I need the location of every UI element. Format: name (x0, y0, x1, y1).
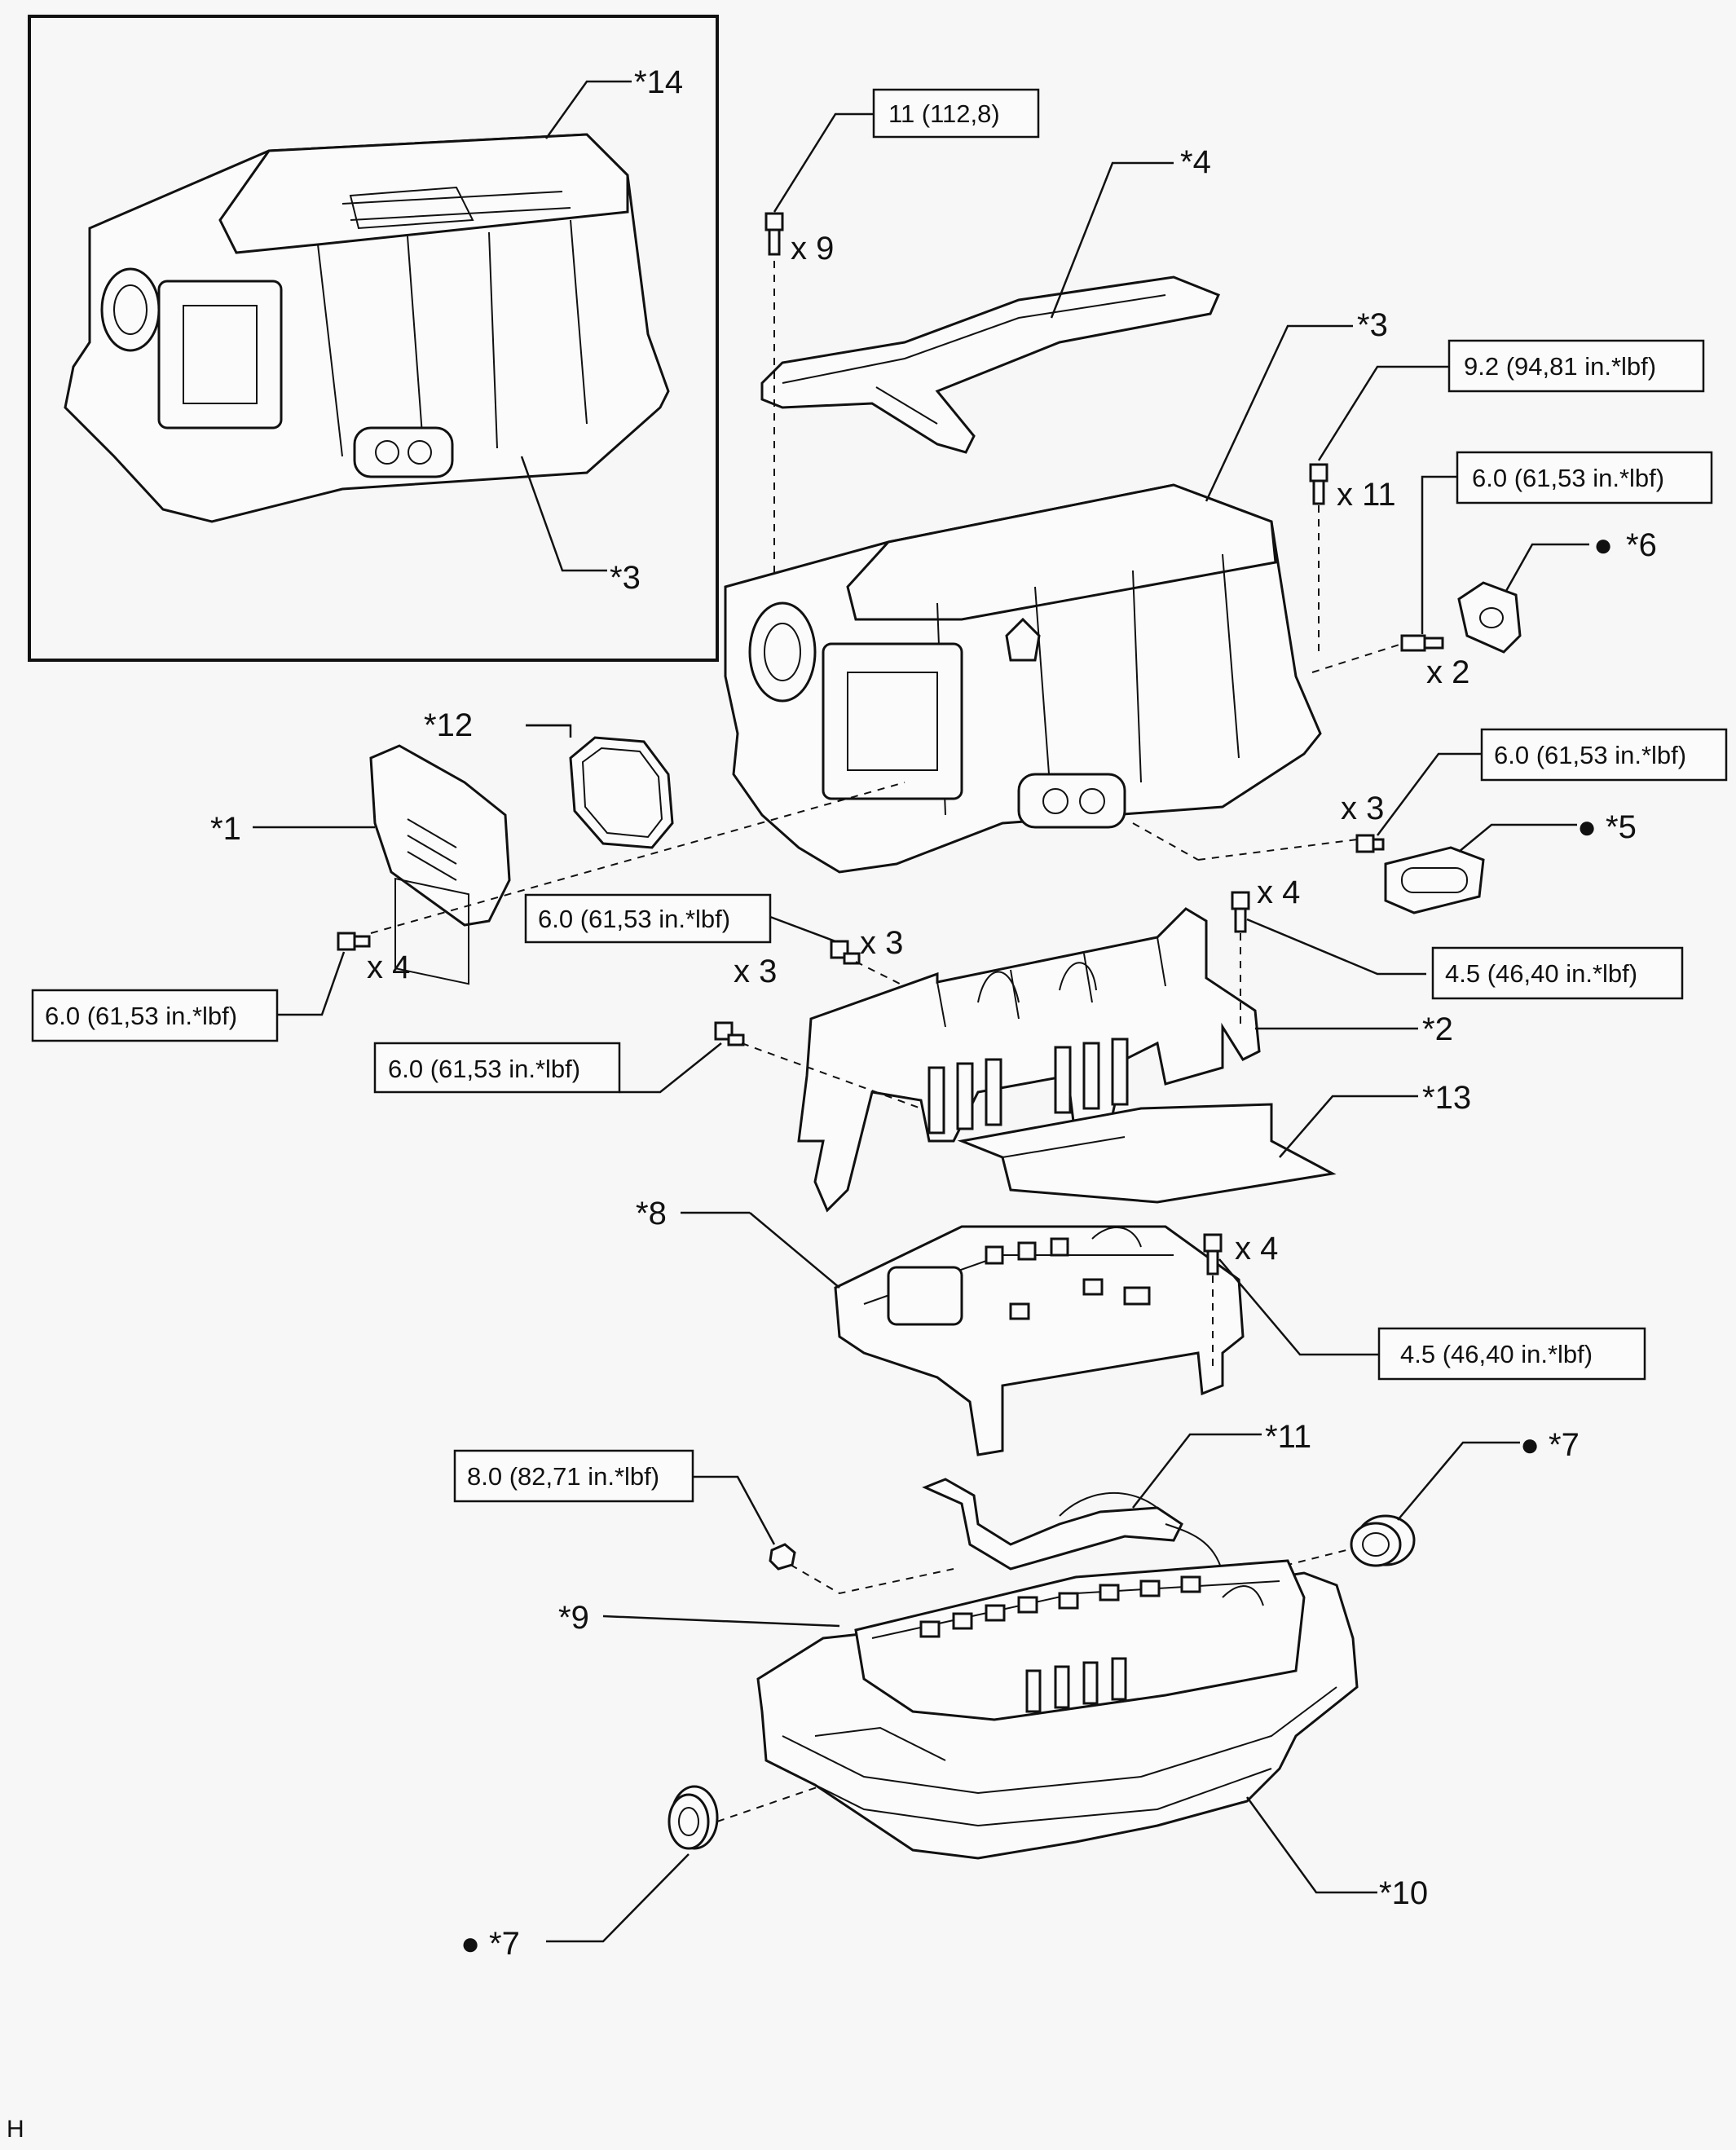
inset-frame (28, 15, 719, 662)
connector-1-group: *1 x 4 6.0 (61,53 in.*lbf) (31, 744, 905, 1042)
torque-plate5-bolts: 6.0 (61,53 in.*lbf) (1494, 741, 1686, 769)
part-label-13: *13 (1422, 1080, 1471, 1116)
inverter-case-drawing (724, 483, 1322, 874)
part-label-8: *8 (636, 1196, 667, 1231)
count-x2: x 2 (1426, 654, 1469, 690)
bolt-icon (830, 940, 861, 965)
inset-inverter-housing-drawing (64, 133, 670, 523)
part-label-14: *14 (634, 64, 683, 100)
part-label-11: *11 (1265, 1419, 1311, 1455)
bolt-icon (714, 1021, 745, 1046)
part-label-7-right-dot: ● (1520, 1427, 1540, 1463)
torque-board-right: 4.5 (46,40 in.*lbf) (1400, 1340, 1593, 1368)
count-x3-plate: x 3 (1341, 791, 1384, 826)
bolt-icon (1355, 834, 1385, 853)
inset-view: *14 *3 (28, 15, 719, 662)
part-label-7-right: *7 (1549, 1427, 1580, 1463)
part-label-4: *4 (1180, 144, 1211, 180)
plate-5-group: x 3 6.0 (61,53 in.*lbf) ● *5 (1132, 728, 1728, 914)
part-label-7-left: *7 (489, 1926, 520, 1962)
board-8-group: *8 x 4 4.5 (46,40 in.*lbf) (636, 1196, 1646, 1456)
part-label-7-left-dot: ● (460, 1926, 480, 1962)
insulation-sheet-13 (957, 1103, 1337, 1204)
cover-gasket (760, 275, 1220, 454)
plug-7-right-group: ● *7 (1271, 1427, 1580, 1570)
bolt-icon (337, 932, 371, 951)
part-label-3: *3 (1357, 307, 1388, 343)
plate-5 (1384, 846, 1485, 914)
plug-7-left-group: ● *7 (460, 1776, 848, 1962)
part-label-3-inset: *3 (610, 560, 641, 596)
bolt-icon (1309, 463, 1328, 505)
part-label-5-dot: ● (1577, 809, 1597, 845)
torque-connector: 6.0 (61,53 in.*lbf) (45, 1002, 237, 1030)
part-label-9: *9 (558, 1600, 589, 1636)
wiring-11-group: *11 8.0 (82,71 in.*lbf) (453, 1419, 1311, 1595)
figure-code: H (7, 2116, 24, 2143)
seal-12 (569, 736, 674, 849)
bolt-icon (764, 212, 784, 256)
part-label-1: *1 (210, 811, 241, 847)
torque-plate6-bolts: 6.0 (61,53 in.*lbf) (1472, 464, 1664, 492)
bolt-icon (1203, 1233, 1223, 1275)
torque-case-bolts: 9.2 (94,81 in.*lbf) (1464, 352, 1656, 381)
count-x4-connector: x 4 (367, 949, 410, 985)
count-x4-board: x 4 (1235, 1231, 1278, 1267)
power-module-9-drawing (814, 1559, 1306, 1761)
torque-frame-right: 4.5 (46,40 in.*lbf) (1445, 959, 1637, 988)
plug-7-right (1350, 1514, 1416, 1567)
plate-6 (1457, 581, 1522, 654)
torque-bracket-top: 6.0 (61,53 in.*lbf) (538, 905, 730, 933)
count-x9: x 9 (791, 231, 834, 267)
count-x3-left: x 3 (734, 954, 777, 989)
connector-1 (369, 744, 511, 927)
count-x11: x 11 (1337, 477, 1396, 513)
bracket-2-drawing (797, 907, 1261, 1213)
seal-12-group: *12 (424, 707, 674, 849)
nut-icon (769, 1543, 796, 1571)
part-label-12: *12 (424, 707, 473, 743)
bus-bar-11 (922, 1478, 1183, 1571)
count-x3-top: x 3 (860, 925, 903, 961)
sheet-13-group: *13 (957, 1080, 1471, 1204)
lower-case-group: *9 *10 (558, 1559, 1428, 1911)
inverter-case-group: *3 x 11 9.2 (94,81 in.*lbf) (724, 307, 1705, 874)
bolt-icon (1400, 634, 1444, 652)
part-label-10: *10 (1379, 1875, 1428, 1911)
count-x4-frame: x 4 (1257, 875, 1300, 910)
plate-6-group: x 2 6.0 (61,53 in.*lbf) ● *6 (1311, 451, 1713, 690)
torque-cover-bolts: 11 (112,8) (888, 99, 1000, 128)
part-label-6-text: *6 (1626, 527, 1657, 563)
torque-terminal: 8.0 (82,71 in.*lbf) (467, 1462, 659, 1491)
bolt-icon (1231, 891, 1250, 933)
control-board-8-drawing (834, 1225, 1245, 1456)
bracket-2-group: *2 x 3 6.0 (61,53 in.*lbf) x 3 6.0 (61,5… (373, 875, 1684, 1213)
part-label-6: ● (1593, 527, 1613, 563)
torque-bracket-left: 6.0 (61,53 in.*lbf) (388, 1055, 580, 1083)
part-label-2: *2 (1422, 1011, 1453, 1047)
plug-7-left (668, 1785, 719, 1850)
cover-gasket-group: *4 x 9 11 (112,8) (760, 88, 1220, 587)
part-label-5: *5 (1606, 809, 1637, 845)
